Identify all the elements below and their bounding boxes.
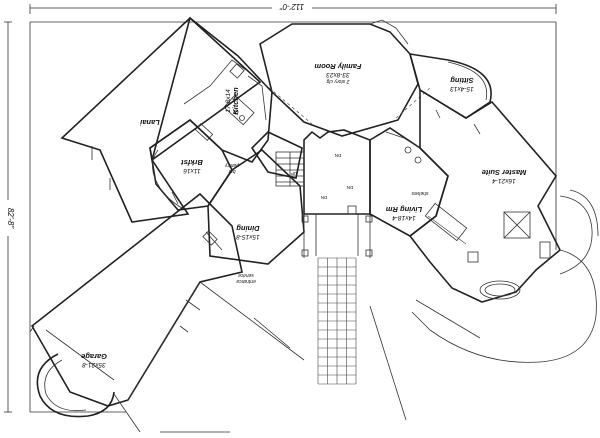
entrance-note: entrance: [236, 278, 256, 284]
shelves-note: shelves: [411, 190, 428, 196]
kitchen-island: [223, 94, 255, 126]
dimension-lines: [4, 4, 557, 413]
foyer: [301, 129, 373, 258]
bar-note: bar: [228, 168, 236, 174]
dn-note-1: DN: [335, 153, 342, 158]
lanai-name: Lanai: [139, 118, 160, 127]
lanai-area: [60, 16, 262, 223]
garage-name: Garage: [81, 352, 107, 361]
stair-landing: [250, 131, 303, 179]
kitchen-dim: 17-8x14: [225, 89, 232, 113]
master-suite: [408, 88, 561, 303]
pantry-note: pantry: [225, 162, 240, 168]
living-room-dim: 14x18-4: [392, 214, 416, 221]
family-room-note: 2 story clg: [326, 78, 350, 84]
site-lines: [113, 281, 407, 433]
sitting-room-name: Sitting: [450, 76, 474, 85]
property-frame: [29, 21, 557, 413]
dn-note-2: DN: [347, 185, 354, 190]
sitting-room-dim: 15-4x13: [450, 85, 474, 92]
room-labels: Family Room 33-8x23 2 story clg Sitting …: [81, 62, 526, 368]
kitchen-counter: [183, 59, 247, 105]
garage-dim: 35x21-8: [82, 361, 106, 368]
garage: [30, 192, 243, 407]
living-room-name: Living Rm: [386, 205, 423, 214]
dining-name: Dining: [236, 224, 260, 233]
sink-icon: [239, 115, 245, 121]
family-room-name: Family Room: [314, 62, 361, 71]
overall-depth: 82'-8": [6, 208, 15, 230]
dining-room: [207, 148, 305, 265]
master-suite-dim: 16x21-4: [492, 177, 516, 184]
dn-note-3: DN: [321, 195, 328, 200]
kitchen-name: Kitchen: [231, 87, 240, 115]
master-suite-name: Master Suite: [482, 168, 527, 177]
tub-icon: [479, 280, 521, 300]
closet: [424, 202, 468, 242]
overall-width: 112'-0": [279, 2, 304, 11]
family-room-dim: 33-8x23: [326, 71, 350, 78]
up-note: UP: [291, 171, 297, 176]
service-note: service: [238, 272, 254, 278]
brkfst-dim: 11x16: [183, 167, 201, 174]
dining-dim: 15x15-8: [236, 233, 260, 240]
brkfst-name: Brkfst: [181, 158, 203, 167]
garage-bay: [36, 353, 115, 418]
front-walkway: [317, 257, 357, 385]
